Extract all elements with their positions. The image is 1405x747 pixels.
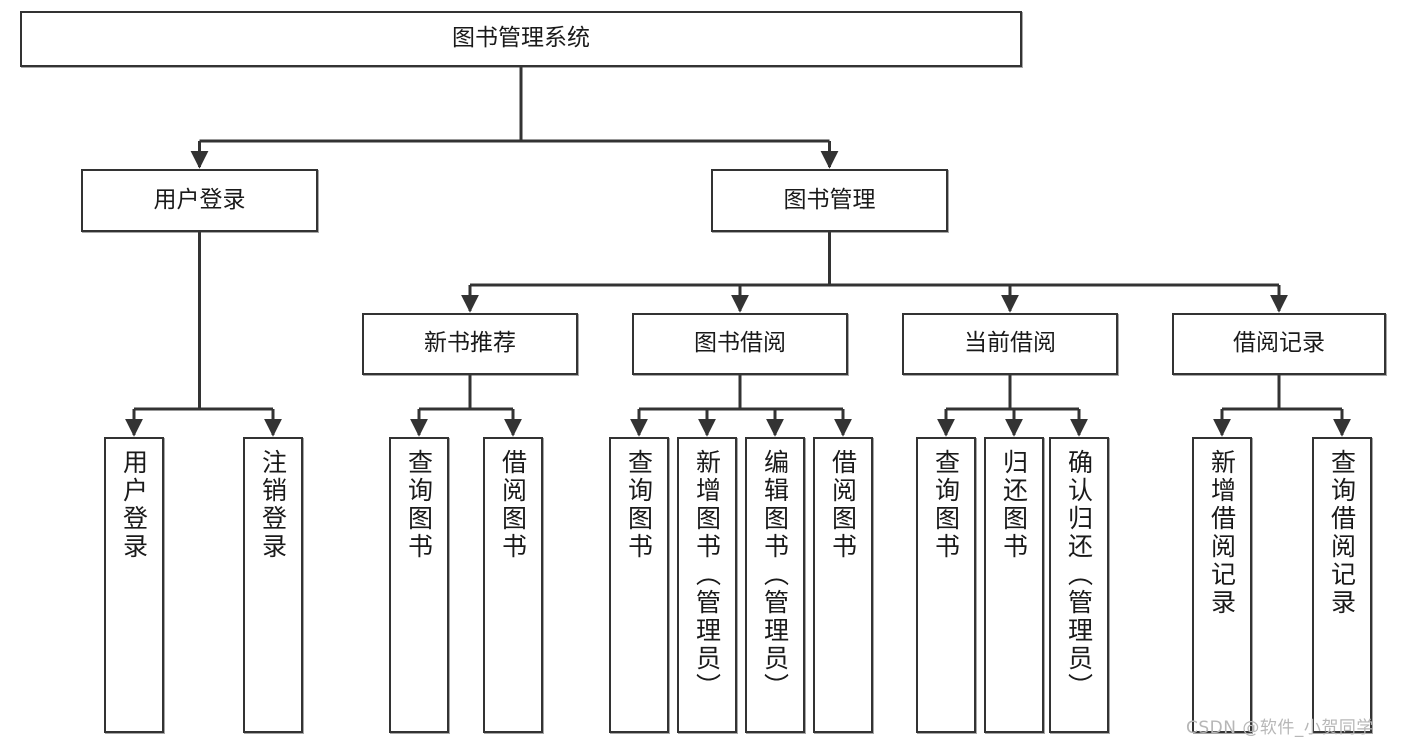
- node-label: 新增图书（管理员）: [692, 449, 722, 701]
- node-leaf-bk-add[interactable]: 新增图书（管理员）: [677, 437, 737, 733]
- node-bookmgmt[interactable]: 图书管理: [711, 169, 948, 232]
- node-label: 归还图书: [999, 449, 1029, 561]
- connector-lines: [125, 67, 1351, 437]
- node-label: 新书推荐: [424, 330, 516, 357]
- node-label: 查询图书: [624, 449, 654, 561]
- node-label: 编辑图书（管理员）: [760, 449, 790, 701]
- node-login[interactable]: 用户登录: [81, 169, 318, 232]
- node-leaf-nb-query[interactable]: 查询图书: [389, 437, 449, 733]
- node-label: 查询图书: [931, 449, 961, 561]
- node-label: 新增借阅记录: [1207, 449, 1237, 617]
- node-root[interactable]: 图书管理系统: [20, 11, 1022, 67]
- node-leaf-rc-add[interactable]: 新增借阅记录: [1192, 437, 1252, 733]
- watermark: CSDN @软件_小贺同学: [1186, 718, 1374, 738]
- node-leaf-cu-return[interactable]: 归还图书: [984, 437, 1044, 733]
- node-leaf-login[interactable]: 用户登录: [104, 437, 164, 733]
- node-leaf-rc-query[interactable]: 查询借阅记录: [1312, 437, 1372, 733]
- node-newbook[interactable]: 新书推荐: [362, 313, 578, 375]
- node-leaf-bk-edit[interactable]: 编辑图书（管理员）: [745, 437, 805, 733]
- node-label: 注销登录: [258, 449, 288, 561]
- node-label: 用户登录: [119, 449, 149, 561]
- node-label: 当前借阅: [964, 330, 1056, 357]
- node-label: 查询借阅记录: [1327, 449, 1357, 617]
- node-leaf-logout[interactable]: 注销登录: [243, 437, 303, 733]
- node-leaf-bk-query[interactable]: 查询图书: [609, 437, 669, 733]
- node-label: 确认归还（管理员）: [1064, 449, 1094, 701]
- node-label: 查询图书: [404, 449, 434, 561]
- node-label: 图书管理系统: [452, 25, 590, 52]
- node-leaf-nb-borrow[interactable]: 借阅图书: [483, 437, 543, 733]
- node-records[interactable]: 借阅记录: [1172, 313, 1386, 375]
- node-label: 用户登录: [153, 186, 246, 213]
- node-current[interactable]: 当前借阅: [902, 313, 1118, 375]
- node-label: 图书借阅: [694, 330, 786, 357]
- node-label: 借阅图书: [498, 449, 528, 561]
- node-label: 图书管理: [783, 186, 876, 213]
- node-label: 借阅图书: [828, 449, 858, 561]
- node-leaf-cu-confirm[interactable]: 确认归还（管理员）: [1049, 437, 1109, 733]
- node-leaf-cu-query[interactable]: 查询图书: [916, 437, 976, 733]
- node-leaf-bk-borrow[interactable]: 借阅图书: [813, 437, 873, 733]
- node-label: 借阅记录: [1233, 330, 1325, 357]
- node-borrow[interactable]: 图书借阅: [632, 313, 848, 375]
